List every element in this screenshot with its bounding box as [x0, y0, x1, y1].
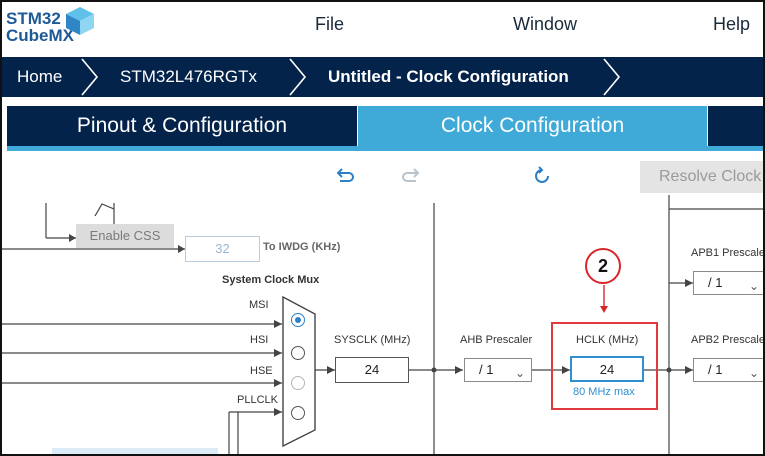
logo-line-2: CubeMX [6, 26, 74, 45]
system-clock-mux-title: System Clock Mux [222, 274, 320, 286]
apb2-prescaler-value: / 1 [708, 362, 723, 377]
sysclk-field[interactable]: 24 [335, 357, 409, 383]
menu-window[interactable]: Window [513, 14, 578, 34]
hclk-max-note: 80 MHz max [573, 386, 635, 398]
apb1-prescaler-label: APB1 Prescale [691, 247, 765, 259]
breadcrumb-home[interactable]: Home [17, 67, 63, 86]
menu-help[interactable]: Help [713, 14, 751, 34]
clock-source-block [52, 448, 218, 454]
ahb-prescaler-label: AHB Prescaler [460, 334, 533, 346]
hclk-label: HCLK (MHz) [576, 334, 639, 346]
logo-line-1: STM32 [6, 9, 61, 28]
apb1-prescaler-select[interactable]: / 1 ⌄ [693, 271, 763, 295]
chevron-down-icon: ⌄ [748, 366, 759, 380]
tab-clock-configuration[interactable]: Clock Configuration [358, 106, 707, 146]
breadcrumb: Home STM32L476RGTx Untitled - Clock Conf… [2, 57, 763, 97]
ahb-prescaler-value: / 1 [479, 362, 494, 377]
mux-radio-msi[interactable] [291, 313, 305, 327]
iwdg-frequency-field[interactable]: 32 [185, 236, 260, 262]
menu-file[interactable]: File [315, 14, 345, 34]
hclk-highlight-box [551, 322, 658, 410]
breadcrumb-current[interactable]: Untitled - Clock Configuration [328, 67, 569, 86]
mux-input-hse-label: HSE [250, 365, 273, 377]
tab-pinout-configuration[interactable]: Pinout & Configuration [7, 106, 357, 146]
chevron-right-icon [289, 58, 307, 96]
iwdg-label: To IWDG (KHz) [263, 241, 341, 253]
breadcrumb-device[interactable]: STM32L476RGTx [120, 67, 257, 86]
enable-css-button[interactable]: Enable CSS [76, 224, 174, 248]
sysclk-label: SYSCLK (MHz) [334, 334, 411, 346]
tab-bar: Pinout & Configuration Clock Configurati… [2, 106, 763, 146]
chevron-right-icon [81, 58, 99, 96]
menu-bar: STM32 CubeMX File Window Help [2, 2, 763, 57]
mux-radio-hse[interactable] [291, 376, 305, 390]
stm32cubemx-logo: STM32 CubeMX [6, 6, 102, 52]
redo-icon[interactable] [400, 165, 422, 187]
tab-more[interactable] [708, 106, 763, 146]
mux-input-pllclk-label: PLLCLK [237, 394, 278, 406]
mux-radio-pllclk[interactable] [291, 406, 305, 420]
mux-radio-hsi[interactable] [291, 346, 305, 360]
undo-icon[interactable] [334, 165, 356, 187]
cube-icon [66, 7, 94, 35]
refresh-icon[interactable] [531, 165, 553, 187]
mux-input-msi-label: MSI [249, 299, 269, 311]
callout-number-badge: 2 [585, 248, 621, 284]
hclk-field[interactable]: 24 [570, 356, 644, 382]
chevron-down-icon: ⌄ [748, 279, 759, 293]
mux-input-hsi-label: HSI [250, 334, 269, 346]
chevron-down-icon: ⌄ [514, 366, 525, 380]
apb2-prescaler-select[interactable]: / 1 ⌄ [693, 358, 763, 382]
apb2-prescaler-label: APB2 Prescale [691, 334, 765, 346]
tab-underline [7, 146, 763, 151]
resolve-clock-button[interactable]: Resolve Clock [640, 161, 763, 193]
chevron-right-icon [603, 58, 621, 96]
ahb-prescaler-select[interactable]: / 1 ⌄ [464, 358, 532, 382]
apb1-prescaler-value: / 1 [708, 275, 723, 290]
